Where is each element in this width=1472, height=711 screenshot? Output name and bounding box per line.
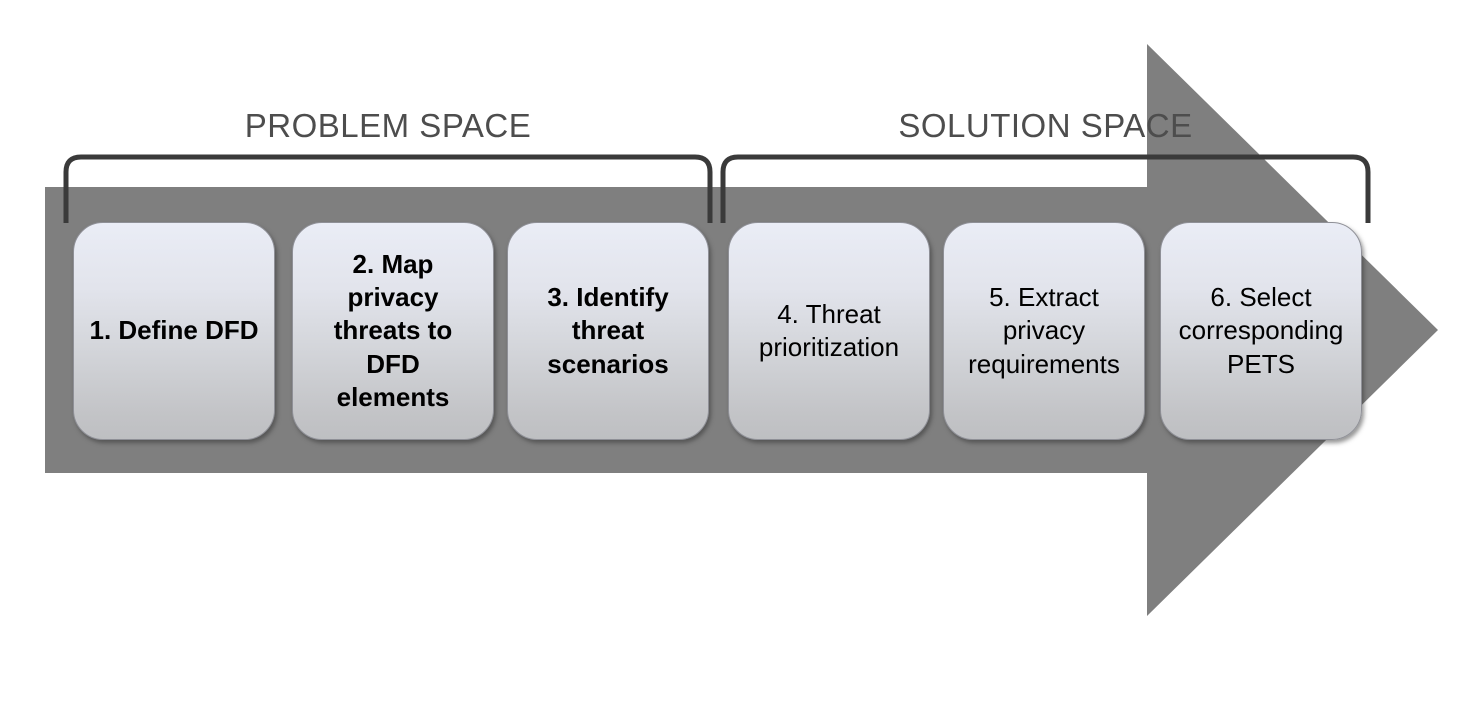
step-box-5: 5. Extract privacy requirements [943, 222, 1145, 440]
step-box-6: 6. Select corresponding PETS [1160, 222, 1362, 440]
step-box-4: 4. Threat prioritization [728, 222, 930, 440]
step-2-label: 2. Map privacy threats to DFD elements [333, 249, 453, 412]
step-4-label: 4. Threat prioritization [758, 298, 900, 362]
step-3-label: 3. Identify threat scenarios [547, 282, 669, 379]
step-1-label: 1. Define DFD [89, 315, 259, 346]
step-box-3: 3. Identify threat scenarios [507, 222, 709, 440]
step-box-1: 1. Define DFD [73, 222, 275, 440]
solution-space-bracket [720, 154, 1371, 223]
step-6-label: 6. Select corresponding PETS [1178, 282, 1344, 379]
solution-space-label: SOLUTION SPACE [898, 107, 1193, 144]
problem-space-bracket [63, 154, 713, 223]
step-5-label: 5. Extract privacy requirements [968, 282, 1120, 379]
step-box-2: 2. Map privacy threats to DFD elements [292, 222, 494, 440]
problem-space-label: PROBLEM SPACE [244, 107, 532, 144]
